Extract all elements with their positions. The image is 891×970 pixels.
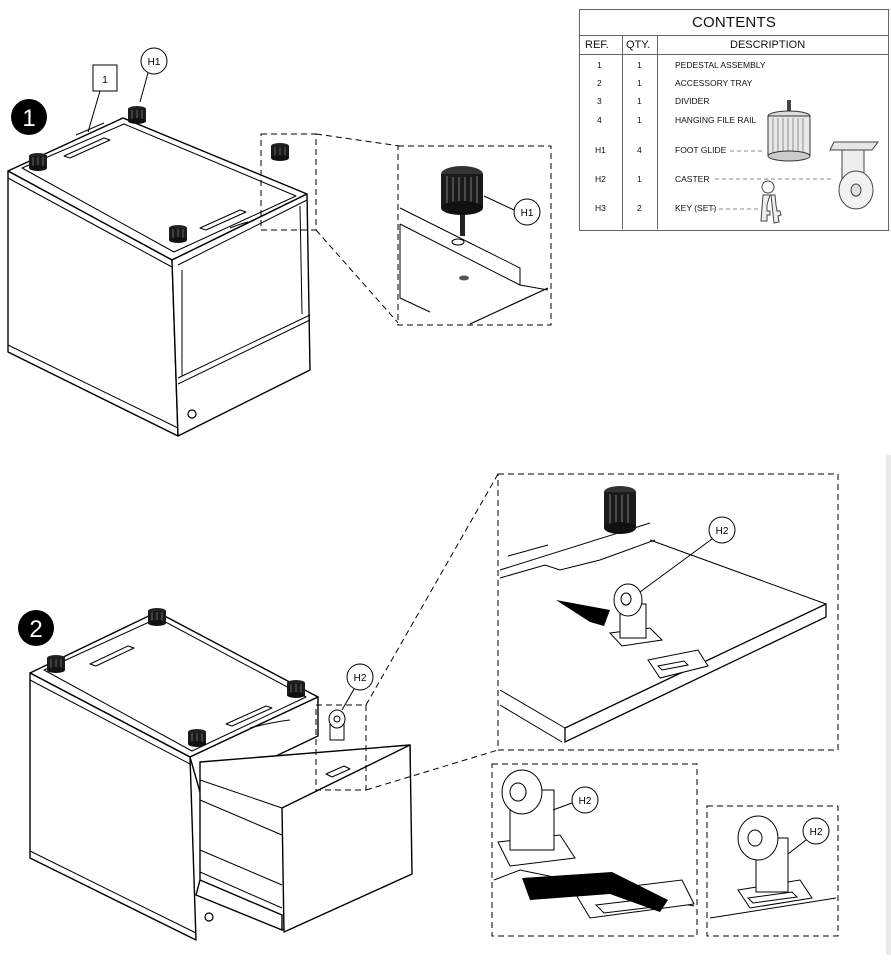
caster-icon — [328, 709, 346, 741]
step-badge — [11, 99, 47, 135]
header-description: DESCRIPTION — [730, 39, 806, 51]
foot-glide-icon — [730, 100, 811, 162]
row-qty: 1 — [637, 115, 642, 125]
step-badge — [18, 610, 54, 646]
row-description: DIVIDER — [675, 96, 710, 106]
row-qty: 1 — [637, 96, 642, 106]
foot-glide-callout: H1 — [148, 57, 161, 68]
row-ref: H3 — [595, 203, 606, 213]
row-description: ACCESSORY TRAY — [675, 78, 753, 88]
row-qty: 2 — [637, 203, 642, 213]
row-description: PEDESTAL ASSEMBLY — [675, 60, 766, 70]
row-qty: 4 — [637, 145, 642, 155]
contents-title: CONTENTS — [691, 14, 777, 31]
row-description: CASTER — [675, 174, 710, 184]
step2-cabinet — [29, 611, 413, 941]
caster-callout: H2 — [716, 526, 729, 537]
row-qty: 1 — [637, 174, 642, 184]
header-ref: REF. — [585, 39, 609, 51]
table-divider — [580, 54, 888, 55]
key-icon — [712, 180, 782, 224]
row-ref: H2 — [595, 174, 606, 184]
row-ref: H1 — [595, 145, 606, 155]
row-description: KEY (SET) — [675, 203, 717, 213]
row-description: HANGING FILE RAIL — [675, 115, 757, 125]
detail-caster-installed: H2 — [706, 805, 839, 937]
row-qty: 1 — [637, 78, 642, 88]
detail-caster-slide: H2 — [491, 763, 698, 937]
row-qty: 1 — [637, 60, 642, 70]
column-divider — [657, 35, 658, 229]
detail-foot-glide: H1 — [397, 145, 552, 326]
step-number: 1 — [22, 105, 35, 132]
page-edge-strip — [886, 455, 891, 955]
column-divider — [622, 35, 623, 229]
caster-callout: H2 — [354, 673, 367, 684]
part-ref-label: 1 — [102, 75, 108, 86]
caster-callout: H2 — [579, 796, 592, 807]
step1-cabinet — [7, 117, 311, 437]
caster-callout: H2 — [810, 827, 823, 838]
row-ref: 4 — [597, 115, 602, 125]
row-ref: 1 — [597, 60, 602, 70]
table-part-illustrations — [712, 100, 879, 224]
contents-table: CONTENTS REF. QTY. DESCRIPTION 1 1 PEDES… — [579, 9, 889, 231]
caster-icon — [715, 141, 879, 210]
header-qty: QTY. — [626, 39, 651, 51]
detail-caster-placement: H2 — [497, 473, 839, 751]
step-number: 2 — [29, 616, 42, 643]
foot-glide-callout: H1 — [521, 208, 534, 219]
table-divider — [580, 35, 888, 36]
row-description: FOOT GLIDE — [675, 145, 727, 155]
row-ref: 2 — [597, 78, 602, 88]
row-ref: 3 — [597, 96, 602, 106]
